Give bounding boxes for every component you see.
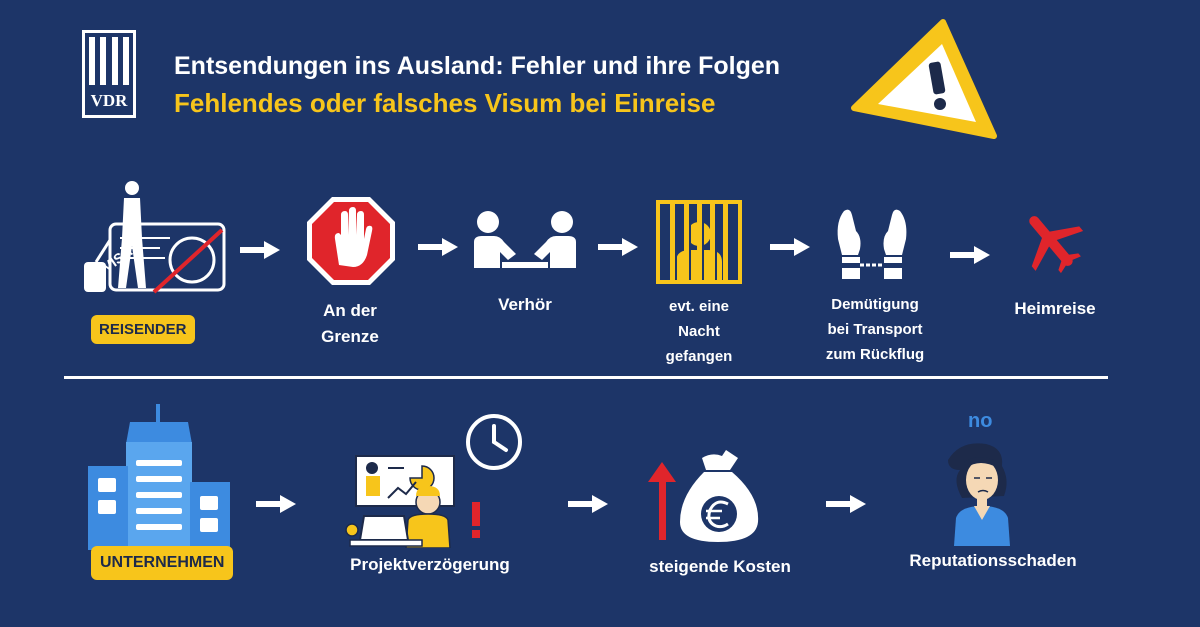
arrow-right-icon (240, 241, 280, 259)
step-label: Projektverzögerung (350, 555, 510, 574)
step-label: steigende Kosten (649, 557, 791, 576)
distressed-person-icon (948, 443, 1010, 546)
traveler-visa-icon (84, 181, 226, 294)
step-label: evt. eine Nacht gefangen (665, 298, 733, 365)
step-label: Verhör (498, 295, 552, 314)
step-label: Demütigung bei Transport zum Rückflug (825, 296, 925, 363)
arrow-right-icon (418, 238, 458, 256)
section-divider (64, 376, 1108, 379)
page-title: Entsendungen ins Ausland: Fehler und ihr… (174, 52, 781, 80)
step-label: Reputationsschaden (909, 551, 1077, 570)
arrow-right-icon (256, 495, 296, 513)
airplane-icon (1029, 216, 1084, 274)
warning-triangle-icon (851, 19, 997, 139)
step-label: Heimreise (1014, 299, 1096, 318)
page-subtitle: Fehlendes oder falsches Visum bei Einrei… (174, 88, 716, 118)
jail-icon (656, 200, 742, 284)
arrow-right-icon (826, 495, 866, 513)
logo-text: VDR (90, 91, 128, 110)
vdr-logo: VDR (82, 30, 136, 118)
arrow-right-icon (598, 238, 638, 256)
arrow-right-icon (770, 238, 810, 256)
project-delay-icon (345, 414, 522, 548)
traveler-badge: REISENDER (91, 315, 195, 344)
handcuffs-icon (837, 209, 907, 279)
no-text: no (968, 410, 993, 432)
company-building-icon (88, 404, 230, 550)
arrow-right-icon (950, 246, 990, 264)
step-label: An der Grenze (321, 301, 379, 346)
money-bag-euro-icon (648, 450, 759, 542)
stop-hand-icon (307, 197, 395, 285)
arrow-right-icon (568, 495, 608, 513)
interrogation-icon (474, 211, 576, 268)
company-badge: UNTERNEHMEN (91, 546, 234, 580)
